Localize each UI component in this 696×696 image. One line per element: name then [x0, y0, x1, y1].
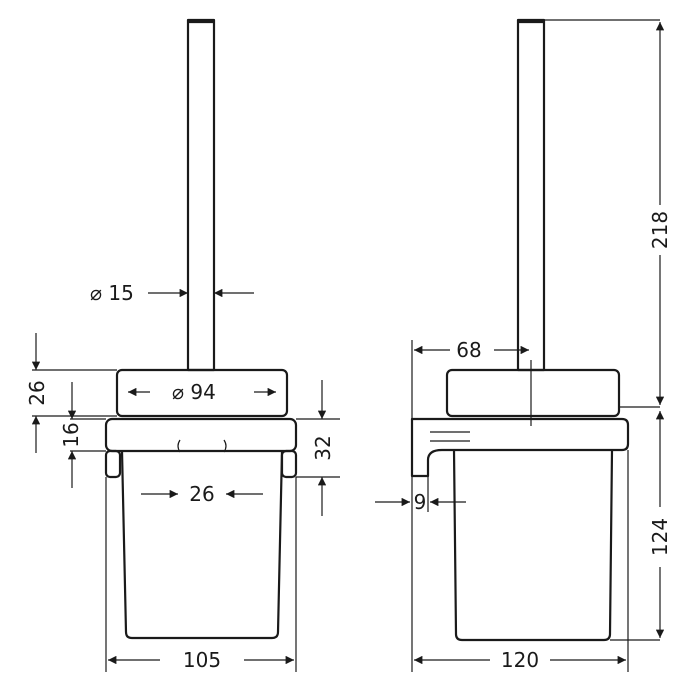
side-bracket	[410, 417, 630, 478]
side-cup	[452, 449, 614, 642]
dim-lid-height: 26	[25, 380, 49, 405]
side-lid	[445, 368, 621, 418]
front-cup	[120, 450, 284, 640]
dim-wall-gap: 9	[414, 490, 427, 514]
dim-holder-diameter: ⌀ 94	[172, 380, 216, 404]
front-lug-left	[104, 449, 122, 479]
side-view: 218 124 68 9 120	[375, 18, 672, 672]
side-brush-handle	[516, 18, 546, 372]
dim-total-depth: 120	[501, 648, 539, 672]
dim-brush-diameter: ⌀ 15	[90, 281, 134, 305]
dim-cup-height: 124	[648, 518, 672, 556]
front-lid	[115, 368, 289, 418]
front-lug-right	[280, 449, 298, 479]
dim-handle-height: 218	[648, 211, 672, 249]
dim-rim-height: 16	[59, 422, 83, 447]
dim-brush-offset: 68	[456, 338, 481, 362]
dim-cup-offset: 32	[311, 435, 335, 460]
front-rim	[104, 417, 298, 453]
dim-slot-spacing: 26	[189, 482, 214, 506]
front-brush-handle	[186, 18, 216, 372]
dim-total-width: 105	[183, 648, 221, 672]
front-view: ⌀ 15 ⌀ 94 26 16 32 26 105	[25, 18, 340, 672]
